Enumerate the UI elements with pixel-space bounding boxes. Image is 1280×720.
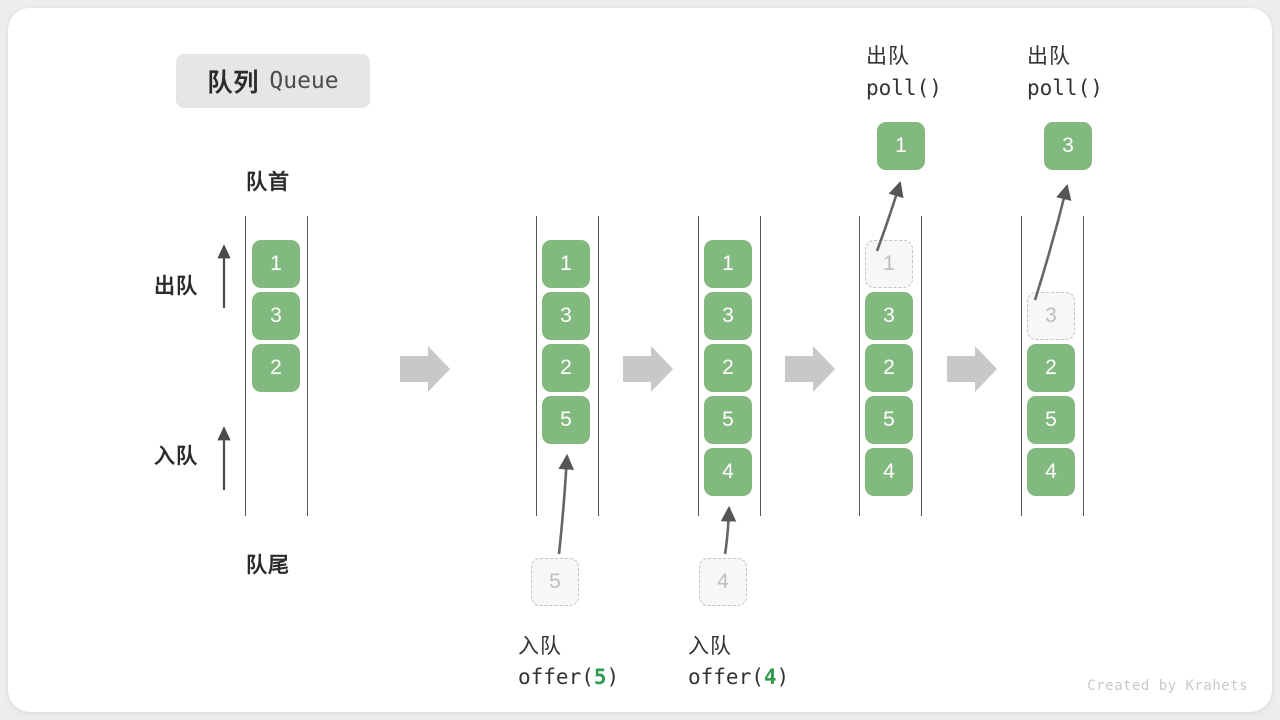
queue-cell: 2: [865, 344, 913, 392]
poll-3-arrow: [1033, 183, 1072, 301]
queue-cell-new: 4: [704, 448, 752, 496]
queue-cell: 3: [252, 292, 300, 340]
step-arrow-1: [400, 346, 450, 392]
popped-value-box: 1: [877, 122, 925, 170]
incoming-ghost-box: 5: [531, 558, 579, 606]
queue-cell: 3: [542, 292, 590, 340]
operation-arg: 4: [763, 665, 777, 689]
diagram-card: 队列 Queue 队首 队尾 出队 入队 1 3 2 1 3 2 5 5 入队 …: [8, 8, 1272, 712]
enqueue-direction-label: 入队: [154, 445, 198, 468]
operation-label-cn: 入队: [518, 635, 562, 658]
queue-cell: 4: [1027, 448, 1075, 496]
operation-label-code: offer(5): [518, 665, 620, 689]
offer-4-arrow: [720, 505, 737, 555]
poll-label-cn: 出队: [1027, 45, 1071, 68]
queue-cell-removed: 3: [1027, 292, 1075, 340]
operation-label-code: offer(4): [688, 665, 790, 689]
queue-cell: 5: [1027, 396, 1075, 444]
popped-value-box: 3: [1044, 122, 1092, 170]
rail-right: [1083, 216, 1084, 516]
watermark: Created by Krahets: [1087, 678, 1248, 694]
rail-left: [1021, 216, 1022, 516]
step-arrow-4: [947, 346, 997, 392]
rail-left: [536, 216, 537, 516]
rail-right: [760, 216, 761, 516]
queue-cell: 2: [1027, 344, 1075, 392]
queue-cell: 2: [252, 344, 300, 392]
queue-cell: 1: [542, 240, 590, 288]
arrow-overlay: [217, 181, 1072, 555]
poll-label-code: poll(): [866, 76, 942, 100]
poll-label-cn: 出队: [866, 45, 910, 68]
queue-cell: 5: [865, 396, 913, 444]
diagram-title-badge: 队列 Queue: [176, 54, 370, 108]
offer-5-arrow: [557, 453, 575, 555]
incoming-ghost-box: 4: [699, 558, 747, 606]
queue-cell: 2: [542, 344, 590, 392]
queue-cell-new: 5: [542, 396, 590, 444]
operation-arg: 5: [593, 665, 607, 689]
rail-right: [307, 216, 308, 516]
step-arrow-2: [623, 346, 673, 392]
queue-cell: 1: [704, 240, 752, 288]
queue-head-label: 队首: [246, 171, 290, 194]
operation-label-cn: 入队: [688, 635, 732, 658]
queue-cell-removed: 1: [865, 240, 913, 288]
dequeue-direction-label: 出队: [154, 275, 198, 298]
queue-cell: 1: [252, 240, 300, 288]
rail-left: [859, 216, 860, 516]
queue-cell: 3: [704, 292, 752, 340]
step-arrow-3: [785, 346, 835, 392]
queue-cell: 3: [865, 292, 913, 340]
queue-cell: 4: [865, 448, 913, 496]
rail-right: [921, 216, 922, 516]
rail-right: [598, 216, 599, 516]
poll-label-code: poll(): [1027, 76, 1103, 100]
rail-left: [698, 216, 699, 516]
rail-left: [245, 216, 246, 516]
queue-tail-label: 队尾: [246, 554, 290, 577]
page-title-en: Queue: [269, 68, 339, 94]
queue-cell: 5: [704, 396, 752, 444]
page-title-cn: 队列: [207, 69, 260, 97]
queue-cell: 2: [704, 344, 752, 392]
